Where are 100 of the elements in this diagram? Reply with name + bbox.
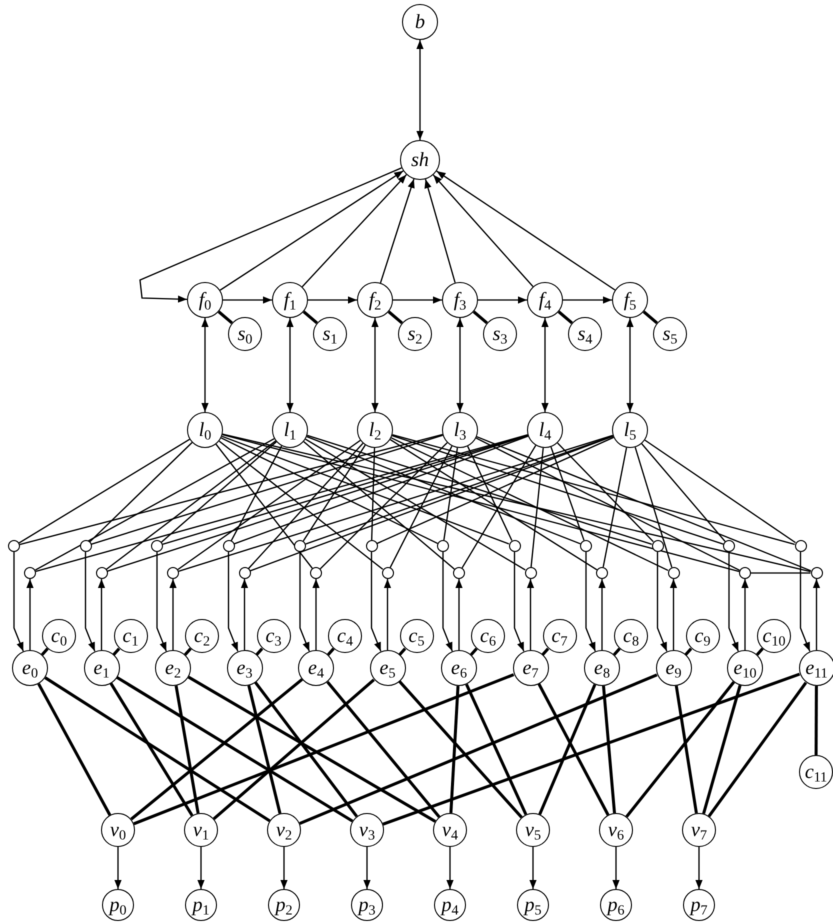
connector-line <box>218 310 233 324</box>
connector-line <box>612 648 621 656</box>
arrow <box>612 847 620 889</box>
connector-line <box>371 448 376 540</box>
junction-circle <box>810 567 822 579</box>
arrow <box>456 318 464 412</box>
connector-line <box>230 446 282 541</box>
connector-line <box>37 683 112 816</box>
connector-line <box>106 440 276 570</box>
arrow <box>240 579 248 650</box>
arrow <box>384 579 392 650</box>
arrow <box>370 552 382 652</box>
node-label: c$_{7}$ <box>552 626 568 646</box>
junction-circle <box>96 567 108 579</box>
connector-line <box>684 648 692 656</box>
circle-node <box>102 889 134 921</box>
circle-node <box>370 650 406 686</box>
circle-node <box>442 412 478 448</box>
arrow <box>286 318 294 412</box>
node-label: c$_{10}$ <box>762 626 786 646</box>
arrow <box>280 847 288 889</box>
arrow <box>800 552 810 652</box>
node-label: p$_{0}$ <box>110 895 126 915</box>
node-label: e$_{3}$ <box>236 658 252 678</box>
connector-line <box>476 438 740 571</box>
junction-circle <box>8 540 20 552</box>
junction-circle <box>739 567 751 579</box>
junction-circle <box>382 567 394 579</box>
circle-node <box>256 619 290 653</box>
node-label: c$_{9}$ <box>694 626 710 646</box>
node-label: e$_{2}$ <box>165 658 181 678</box>
node-label: e$_{4}$ <box>308 658 324 678</box>
node-label: c$_{0}$ <box>51 626 67 646</box>
arrow <box>514 552 524 652</box>
connector-line <box>116 676 354 822</box>
circle-node <box>442 282 478 318</box>
circle-node <box>402 4 438 40</box>
circle-node <box>683 889 715 921</box>
connector-line <box>326 648 335 656</box>
arrow <box>220 170 404 291</box>
circle-node <box>798 650 833 686</box>
connector-line <box>449 686 460 814</box>
node-label: v$_{2}$ <box>276 820 292 840</box>
connector-line <box>708 682 808 818</box>
circle-node <box>298 650 334 686</box>
connector-line <box>388 310 403 324</box>
circle-node <box>471 619 505 653</box>
circle-node <box>398 317 432 351</box>
junction-circle <box>167 567 179 579</box>
connector-line <box>476 436 812 572</box>
connector-line <box>20 434 443 546</box>
circle-node <box>799 755 833 789</box>
connector-line <box>34 438 275 571</box>
arrow <box>201 318 209 412</box>
circle-node <box>614 619 648 653</box>
arrow <box>695 847 703 889</box>
connector-line <box>467 446 512 541</box>
junction-circle <box>794 540 806 552</box>
arrow <box>156 552 167 652</box>
arrow <box>541 318 549 412</box>
node-label: l$_{2}$ <box>368 420 382 440</box>
connector-line <box>602 448 628 568</box>
connector-line <box>465 684 528 816</box>
node-label: p$_{1}$ <box>192 895 210 915</box>
arrow <box>114 847 122 889</box>
node-label: p$_{3}$ <box>358 895 376 915</box>
node-label: e$_{7}$ <box>522 658 538 678</box>
arrow <box>308 296 357 304</box>
connector-line <box>212 678 375 820</box>
node-label: p$_{7}$ <box>690 895 708 915</box>
circle-node <box>686 619 720 653</box>
arrow <box>626 318 634 412</box>
connector-line <box>178 440 361 570</box>
connector-line <box>44 676 270 822</box>
node-label: s$_{0}$ <box>238 324 252 344</box>
node-label: l$_{5}$ <box>624 420 636 440</box>
circle-node <box>584 650 620 686</box>
connector-line <box>130 678 304 820</box>
node-label: s$_{3}$ <box>492 324 508 344</box>
circle-node <box>114 619 148 653</box>
node-label: p$_{4}$ <box>442 895 458 915</box>
connector-line <box>751 572 810 574</box>
connector-line <box>299 674 658 825</box>
node-label: c$_{3}$ <box>266 626 282 646</box>
node-label: v$_{0}$ <box>110 820 126 840</box>
connector-line <box>255 648 264 656</box>
circle-node <box>542 619 576 653</box>
junction-circle <box>668 567 680 579</box>
connector-line <box>382 672 800 826</box>
circle-node <box>441 650 477 686</box>
circle-node <box>600 889 632 921</box>
arrow <box>670 579 678 650</box>
connector-line <box>392 434 795 546</box>
junction-circle <box>238 567 250 579</box>
circle-node <box>42 619 76 653</box>
arrow <box>169 579 177 650</box>
circle-node <box>268 889 300 921</box>
circle-node <box>612 412 648 448</box>
connector-line <box>756 648 764 656</box>
circle-node <box>400 619 434 653</box>
